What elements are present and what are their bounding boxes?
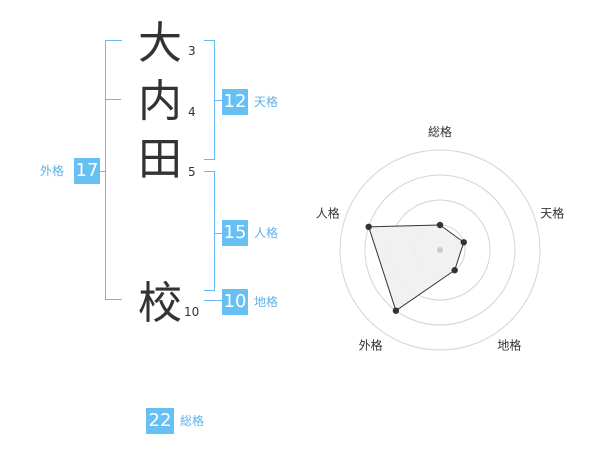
gaikaku-bracket-mid-tick [105, 99, 121, 100]
gaikaku-bracket [105, 40, 122, 300]
tenkaku-label: 天格 [254, 95, 279, 109]
chikaku-value: 10 [222, 289, 248, 315]
soukaku-label: 総格 [180, 414, 205, 428]
radar-axis-label-4: 外格 [359, 337, 383, 352]
radar-point-4 [392, 307, 400, 314]
gaikaku-label: 外格 [40, 164, 65, 178]
gaikaku-value: 17 [74, 158, 100, 184]
name-char-3: 田 [138, 134, 182, 185]
jinkaku-bracket [204, 171, 215, 291]
stroke-count-1: 3 [188, 44, 196, 58]
soukaku-value: 22 [146, 408, 174, 434]
gaikaku-connector [100, 171, 106, 172]
jinkaku-label: 人格 [254, 226, 279, 240]
radar-series-polygon [367, 224, 465, 312]
radar-ring-3 [364, 174, 516, 326]
tenkaku-value: 12 [222, 89, 248, 115]
radar-axis-label-2: 天格 [540, 206, 564, 221]
name-char-1: 大 [138, 18, 182, 69]
stroke-count-4: 10 [184, 305, 200, 319]
radar-point-3 [451, 267, 458, 274]
name-char-2: 内 [138, 76, 182, 127]
jinkaku-connector [214, 233, 222, 234]
chikaku-connector [204, 300, 222, 301]
radar-point-5 [365, 223, 372, 231]
chikaku-label: 地格 [254, 295, 279, 309]
tenkaku-connector [214, 100, 222, 101]
radar-axis-label-5: 人格 [316, 206, 340, 221]
radar-ring-4 [339, 149, 541, 351]
radar-axis-label-1: 総格 [428, 124, 452, 139]
stroke-count-2: 4 [188, 105, 196, 119]
stroke-count-3: 5 [188, 165, 196, 179]
radar-center-dot [437, 247, 443, 253]
name-char-4: 校 [138, 278, 182, 329]
radar-axis-label-3: 地格 [497, 337, 521, 352]
jinkaku-value: 15 [222, 220, 248, 246]
radar-point-2 [460, 239, 467, 246]
radar-point-1 [436, 221, 444, 229]
